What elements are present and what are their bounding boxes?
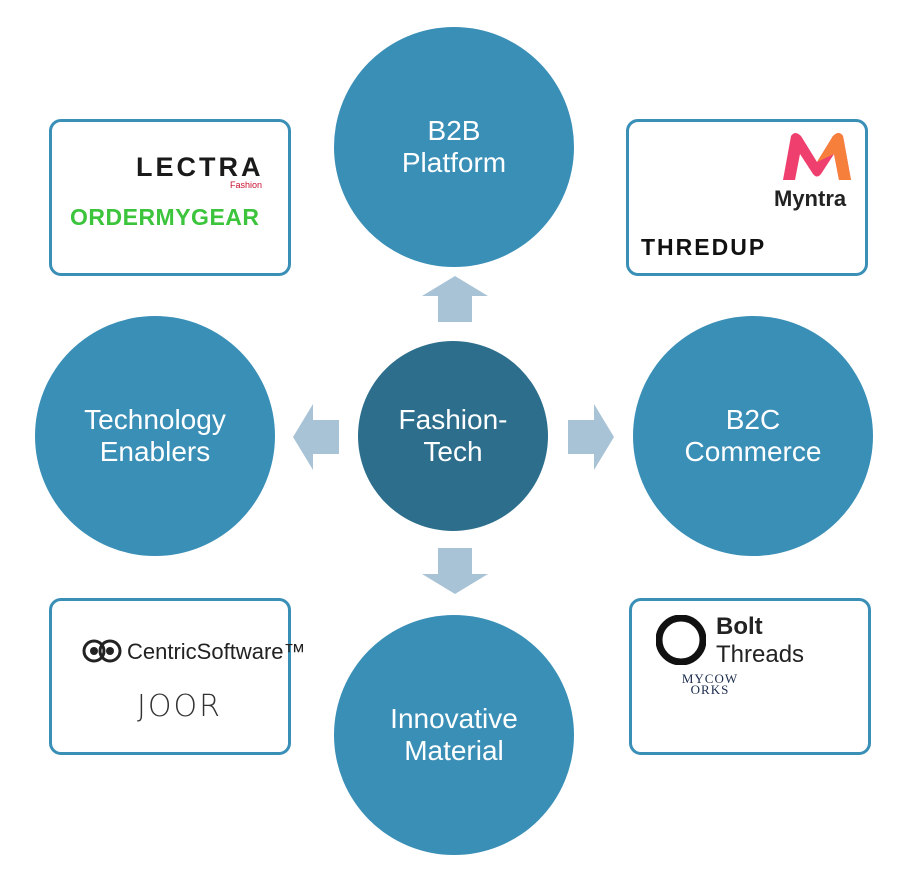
arrow-right (568, 404, 614, 470)
lectra-sub-label: Fashion (230, 180, 263, 190)
arrow-left (293, 404, 339, 470)
node-label-line2: Material (404, 735, 504, 766)
centric-software-logo: CentricSoftware™ (127, 639, 306, 664)
center-label-line2: Tech (423, 436, 483, 467)
node-label-line2: Commerce (684, 436, 822, 467)
logo-box-b2c: Myntra THREDUP (626, 119, 868, 276)
bolt-threads-logo-line1: Bolt (716, 613, 763, 640)
bolt-threads-icon (656, 615, 706, 665)
thredup-logo: THREDUP (641, 234, 767, 260)
node-label-line2: Enablers (99, 436, 211, 467)
node-label-line1: B2B (427, 115, 481, 146)
node-label-line1: Innovative (390, 703, 518, 734)
ordermygear-logo: ORDERMYGEAR (70, 204, 260, 230)
lectra-logo: LECTRA (136, 152, 264, 182)
bolt-threads-logo-line2: Threads (716, 641, 805, 668)
myntra-m-icon (783, 133, 851, 180)
node-label-line2: Platform (401, 147, 507, 178)
arrow-up (422, 276, 488, 322)
center-label-line1: Fashion- (398, 404, 508, 435)
logo-box-material: Bolt Threads MYCOWORKS (629, 598, 871, 755)
arrow-down (422, 548, 488, 594)
myntra-logo: Myntra (774, 186, 847, 211)
node-label-line1: Technology (84, 404, 226, 435)
logo-box-tech: CentricSoftware™ JOOR (49, 598, 306, 755)
mycoworks-logo: MYCOWORKS (681, 671, 739, 697)
logo-box-b2b: LECTRA Fashion ORDERMYGEAR (49, 119, 291, 276)
centric-icon (82, 639, 122, 663)
node-fashion-tech: Fashion-Tech (358, 341, 548, 531)
node-label-line1: B2C (725, 404, 781, 435)
joor-logo: JOOR (137, 689, 222, 724)
